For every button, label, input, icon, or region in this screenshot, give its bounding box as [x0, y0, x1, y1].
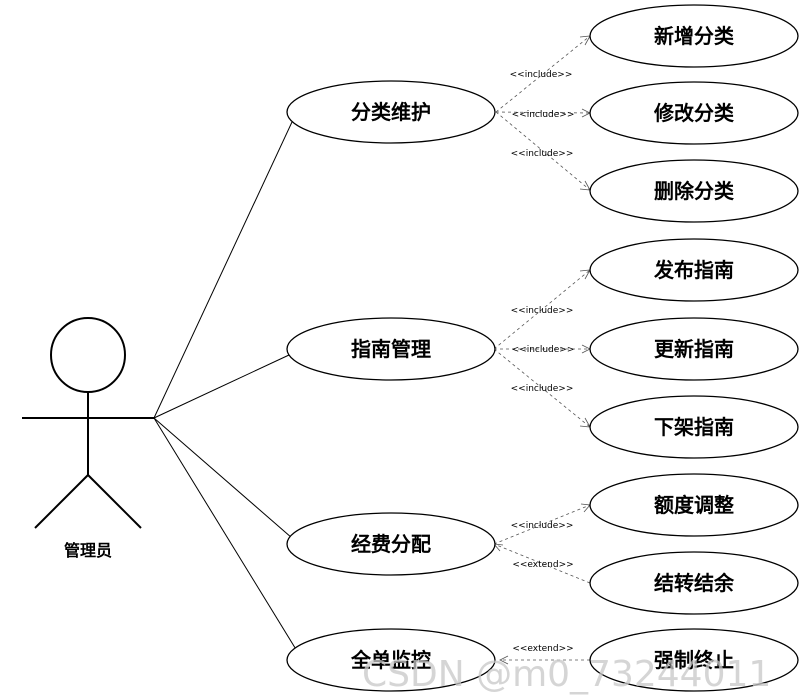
actor-left-leg	[34, 474, 89, 529]
association-funding	[153, 417, 293, 539]
actor-right-leg	[87, 474, 142, 529]
stereotype-label: <<include>>	[511, 521, 574, 531]
stereotype-label: <<include>>	[512, 110, 575, 120]
actor-head	[50, 317, 126, 393]
actor-figure	[22, 317, 154, 529]
use-case-update-guide-oval	[589, 317, 799, 381]
use-case-monitor: 全单监控	[350, 648, 431, 672]
use-case-update-guide: 更新指南	[654, 337, 734, 361]
stereotype-label: <<extend>>	[512, 644, 573, 654]
use-case-publish-guide: 发布指南	[653, 258, 734, 282]
stereotype-label: <<include>>	[511, 149, 574, 159]
use-case-force-stop-oval	[589, 628, 799, 692]
use-case-delete-category-oval	[589, 159, 799, 223]
use-case-remove-guide: 下架指南	[654, 415, 734, 439]
use-case-force-stop: 强制终止	[654, 648, 734, 672]
use-case-edit-category-oval	[589, 81, 799, 145]
use-case-category: 分类维护	[351, 100, 431, 124]
use-case-remove-guide-oval	[589, 395, 799, 459]
stereotype-label: <<include>>	[511, 306, 574, 316]
use-case-guide: 指南管理	[351, 337, 431, 361]
use-case-add-category-oval	[589, 4, 799, 68]
stereotype-label: <<include>>	[511, 384, 574, 394]
use-case-guide-oval	[286, 317, 496, 381]
use-case-category-oval	[286, 80, 496, 144]
stereotype-label: <<include>>	[510, 70, 573, 80]
association-category	[153, 121, 293, 419]
use-case-funding: 经费分配	[351, 532, 431, 556]
use-case-delete-category: 删除分类	[654, 179, 734, 203]
stereotype-label: <<include>>	[512, 345, 575, 355]
actor-label: 管理员	[64, 541, 112, 560]
use-case-funding-oval	[286, 512, 496, 576]
use-case-carry-over: 结转结余	[654, 571, 735, 595]
use-case-quota-adjust-oval	[589, 473, 799, 537]
use-case-add-category: 新增分类	[654, 24, 734, 48]
dependency-lines	[493, 35, 591, 665]
association-monitor	[153, 417, 298, 652]
watermark-text: CSDN @m0_73244011	[362, 654, 771, 695]
use-case-monitor-oval	[286, 628, 496, 692]
use-case-edit-category: 修改分类	[653, 101, 734, 125]
use-case-quota-adjust: 额度调整	[654, 493, 734, 517]
association-guide	[153, 354, 290, 419]
use-case-carry-over-oval	[589, 551, 799, 615]
stereotype-label: <<extend>>	[512, 560, 573, 570]
use-case-publish-guide-oval	[589, 238, 799, 302]
